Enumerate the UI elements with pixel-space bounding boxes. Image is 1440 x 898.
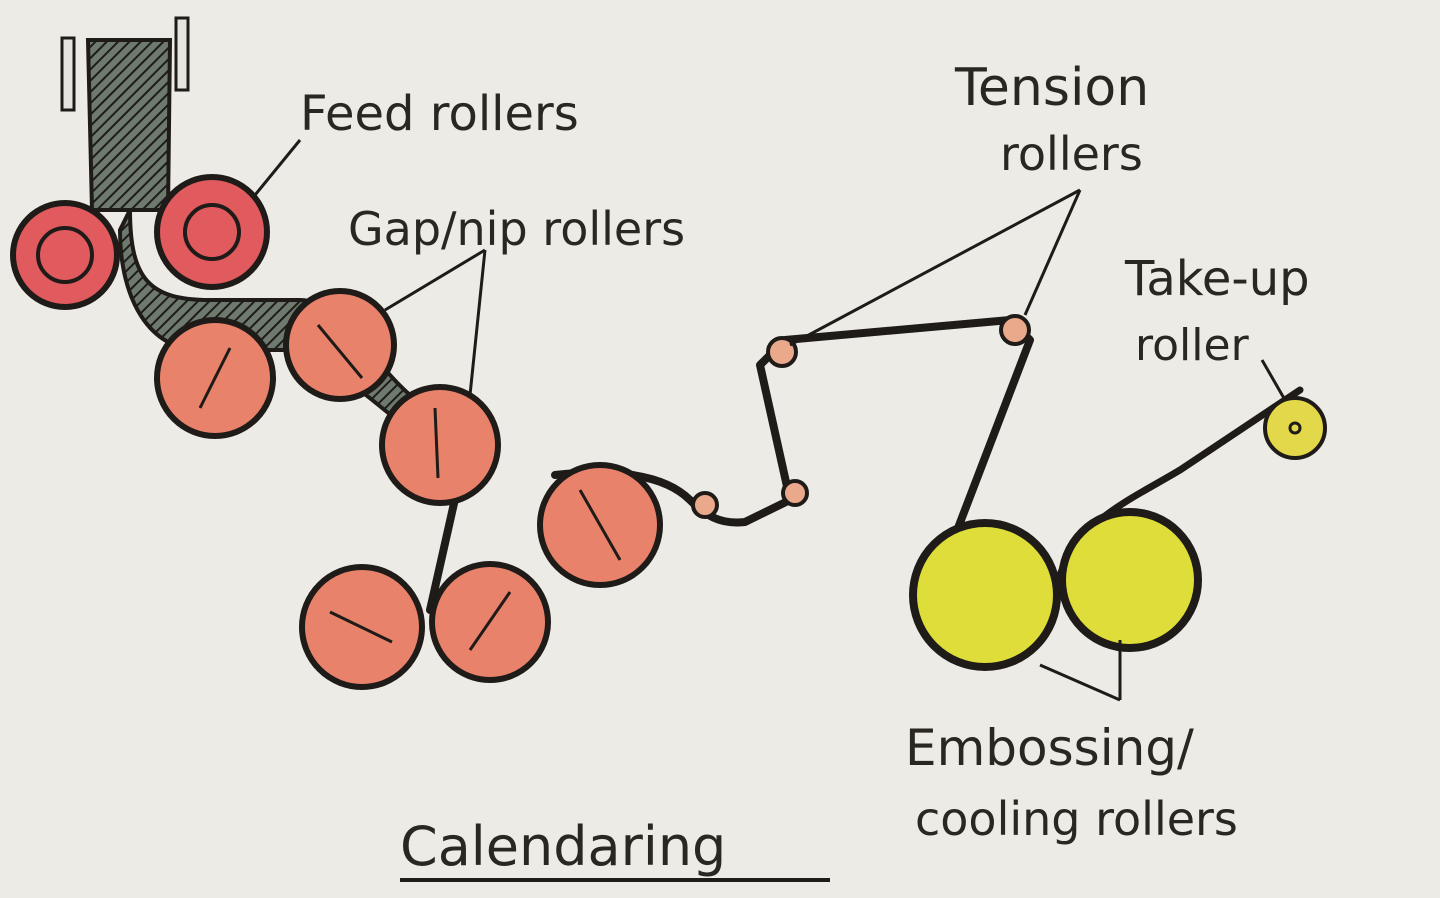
label-gap-rollers: Gap/nip rollers [348,202,685,256]
label-takeup-line2: roller [1135,320,1250,371]
hopper-icon [60,16,190,212]
gap-roller-4 [537,462,663,588]
label-takeup-line1: Take-up [1124,251,1310,307]
gap-roller-2 [283,288,397,402]
emboss-roller-right [1058,508,1202,652]
gap-roller-5 [299,564,425,690]
feed-roller-right [154,174,270,290]
feed-roller-left [10,200,120,310]
label-tension-line1: Tension [954,58,1149,118]
label-emboss-line1: Embossing/ [905,719,1194,777]
diagram-title: Calendaring [400,815,726,878]
gap-roller-6 [429,561,551,683]
emboss-roller-left [909,519,1061,671]
takeup-roller [1263,396,1327,460]
guide-roller-icon [691,479,809,519]
tension-roller-left [766,336,798,368]
label-tension-line2: rollers [1000,127,1143,181]
label-feed-rollers: Feed rollers [300,86,579,142]
gap-roller-1 [154,317,276,439]
label-emboss-line2: cooling rollers [915,792,1238,846]
tension-roller-right [999,314,1031,346]
leader-lines [253,139,1287,702]
gap-roller-3 [379,384,501,506]
